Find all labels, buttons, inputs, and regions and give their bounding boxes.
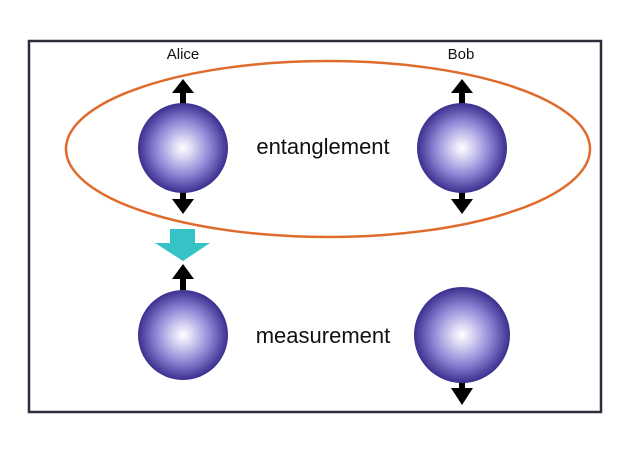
alice-label: Alice [167, 46, 200, 63]
bob-measured-particle [414, 287, 510, 383]
measurement-label: measurement [256, 323, 391, 348]
alice-entangled-spin-down-arrow [172, 189, 194, 214]
measurement-arrow-icon [155, 229, 210, 261]
bob-label: Bob [448, 46, 475, 63]
entanglement-label: entanglement [256, 134, 389, 159]
bob-entangled-spin-up-arrow [451, 79, 473, 105]
bob-measured-spin-down-arrow [451, 378, 473, 405]
alice-measured-particle [138, 290, 228, 380]
bob-entangled-spin-down-arrow [451, 189, 473, 214]
entanglement-ellipse [64, 59, 592, 239]
alice-entangled-spin-up-arrow [172, 79, 194, 105]
alice-measured-spin-up-arrow [172, 264, 194, 290]
alice-entangled-particle [138, 103, 228, 193]
bob-entangled-particle [417, 103, 507, 193]
